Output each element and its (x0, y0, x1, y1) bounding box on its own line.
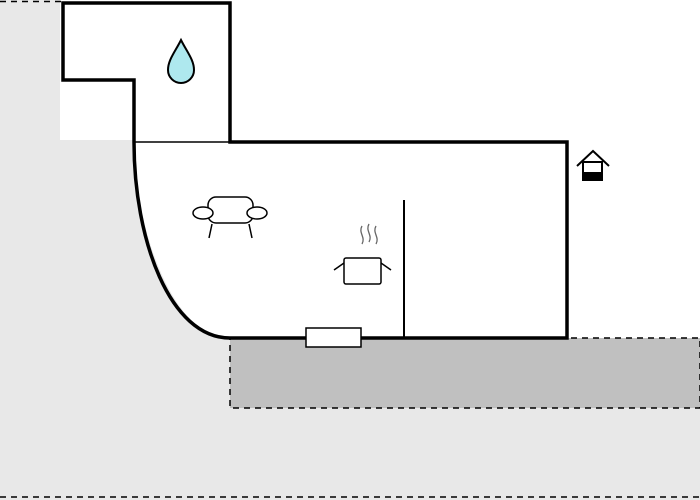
room-kitchen (333, 223, 392, 285)
building-footprint (63, 3, 567, 338)
house-entrance-icon (576, 149, 610, 181)
room-bathroom (166, 37, 196, 84)
exterior-walls (61, 1, 569, 340)
water-drop-icon (166, 37, 196, 84)
sofa-icon (192, 196, 268, 239)
terrace (229, 337, 700, 409)
window (305, 327, 362, 348)
cooking-pot-icon (333, 223, 392, 285)
room-living-room (192, 196, 268, 239)
